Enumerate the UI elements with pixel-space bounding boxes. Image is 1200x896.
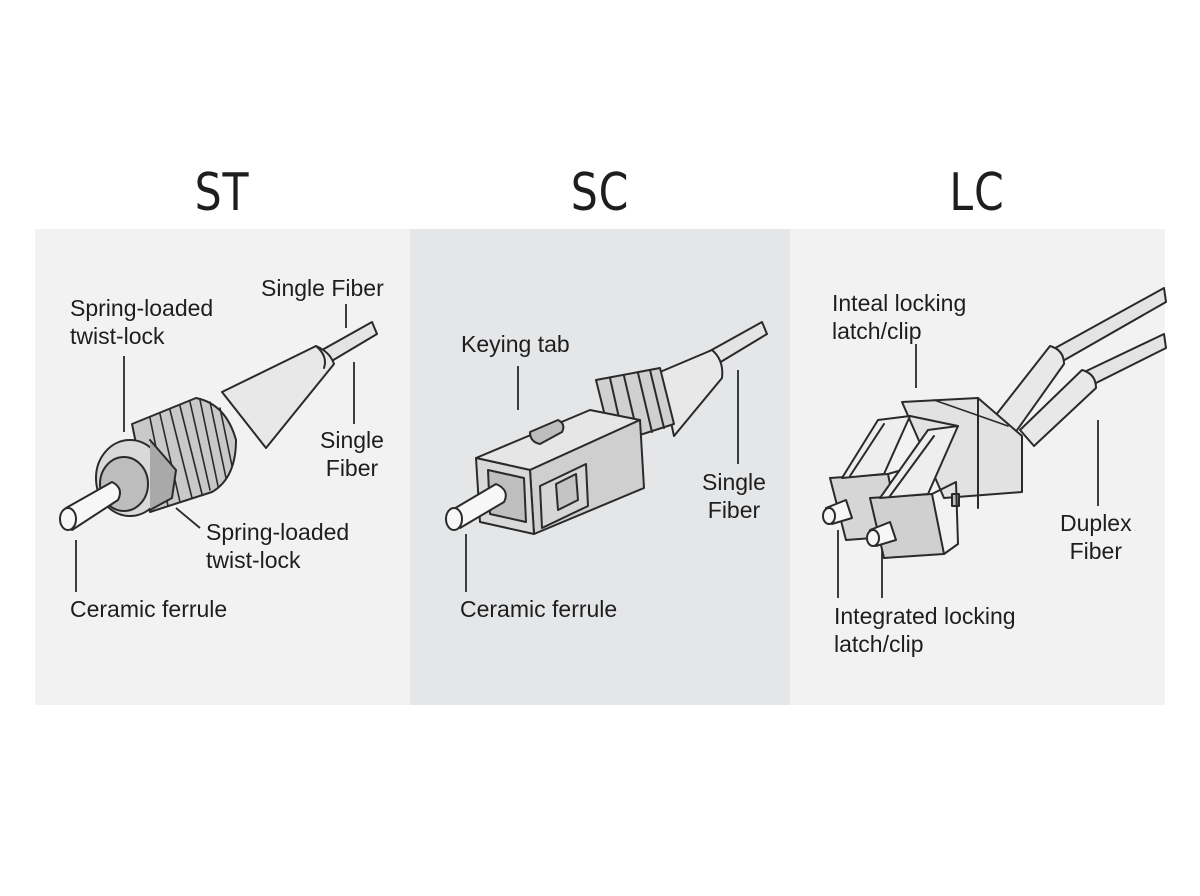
sc-title: SC xyxy=(570,163,630,223)
st-connector-drawing xyxy=(59,321,378,531)
sc-label-keying-tab: Keying tab xyxy=(461,331,570,357)
sc-label-ferrule: Ceramic ferrule xyxy=(460,596,618,622)
lc-connector-drawing xyxy=(822,287,1167,559)
st-label-ferrule: Ceramic ferrule xyxy=(70,596,228,622)
sc-connector-drawing xyxy=(445,321,768,535)
leader-lines xyxy=(75,304,1099,598)
st-label-single-fiber-top: Single Fiber xyxy=(261,275,384,301)
st-title: ST xyxy=(194,163,250,223)
lc-title: LC xyxy=(949,163,1005,223)
